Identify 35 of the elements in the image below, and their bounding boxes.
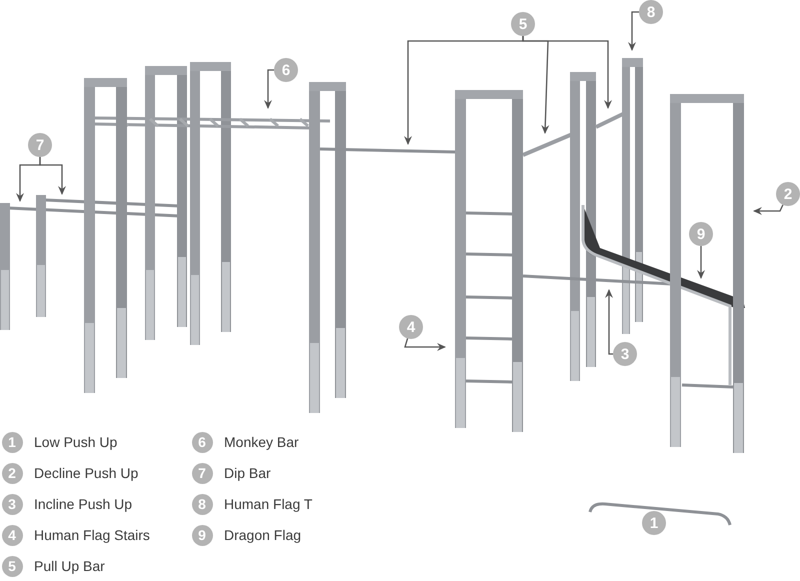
- leader-arrow: [522, 36, 612, 109]
- callout-number: 7: [192, 462, 212, 484]
- callout-number: 5: [2, 556, 22, 576]
- legend-text: Decline Push Up: [34, 466, 138, 480]
- legend-text: Dip Bar: [224, 466, 271, 480]
- callout-number: 7: [28, 133, 52, 157]
- leader-arrow: [605, 289, 613, 355]
- legend-text: Dragon Flag: [224, 528, 302, 542]
- legend-text: Human Flag Stairs: [34, 528, 150, 542]
- callout-number: 9: [689, 222, 713, 246]
- leader-arrow: [697, 246, 705, 279]
- callout-number: 1: [642, 511, 666, 535]
- legend-text: Human Flag T: [224, 497, 312, 511]
- legend-text: Pull Up Bar: [34, 559, 105, 573]
- leader-arrow: [628, 11, 639, 51]
- legend-text: Low Push Up: [34, 435, 118, 449]
- leader-arrow: [753, 204, 784, 215]
- callout-number: 6: [192, 432, 212, 452]
- callout-number: 9: [192, 524, 212, 546]
- legend-text: Incline Push Up: [34, 497, 132, 511]
- leader-arrow: [39, 157, 66, 195]
- callout-number: 8: [192, 494, 212, 514]
- callout-number: 5: [511, 12, 535, 36]
- callout-number: 4: [2, 524, 22, 546]
- callout-number: 3: [613, 342, 637, 366]
- callout-number: 6: [274, 58, 298, 82]
- callout-number: 2: [2, 462, 22, 484]
- callout-number: 1: [2, 432, 22, 452]
- leader-arrow: [264, 69, 274, 109]
- leader-arrow: [404, 338, 446, 351]
- callout-number: 4: [399, 315, 423, 339]
- callout-number: 3: [2, 494, 22, 514]
- legend-text: Monkey Bar: [224, 435, 299, 449]
- callout-number: 2: [776, 182, 800, 206]
- callout-number: 8: [639, 0, 663, 24]
